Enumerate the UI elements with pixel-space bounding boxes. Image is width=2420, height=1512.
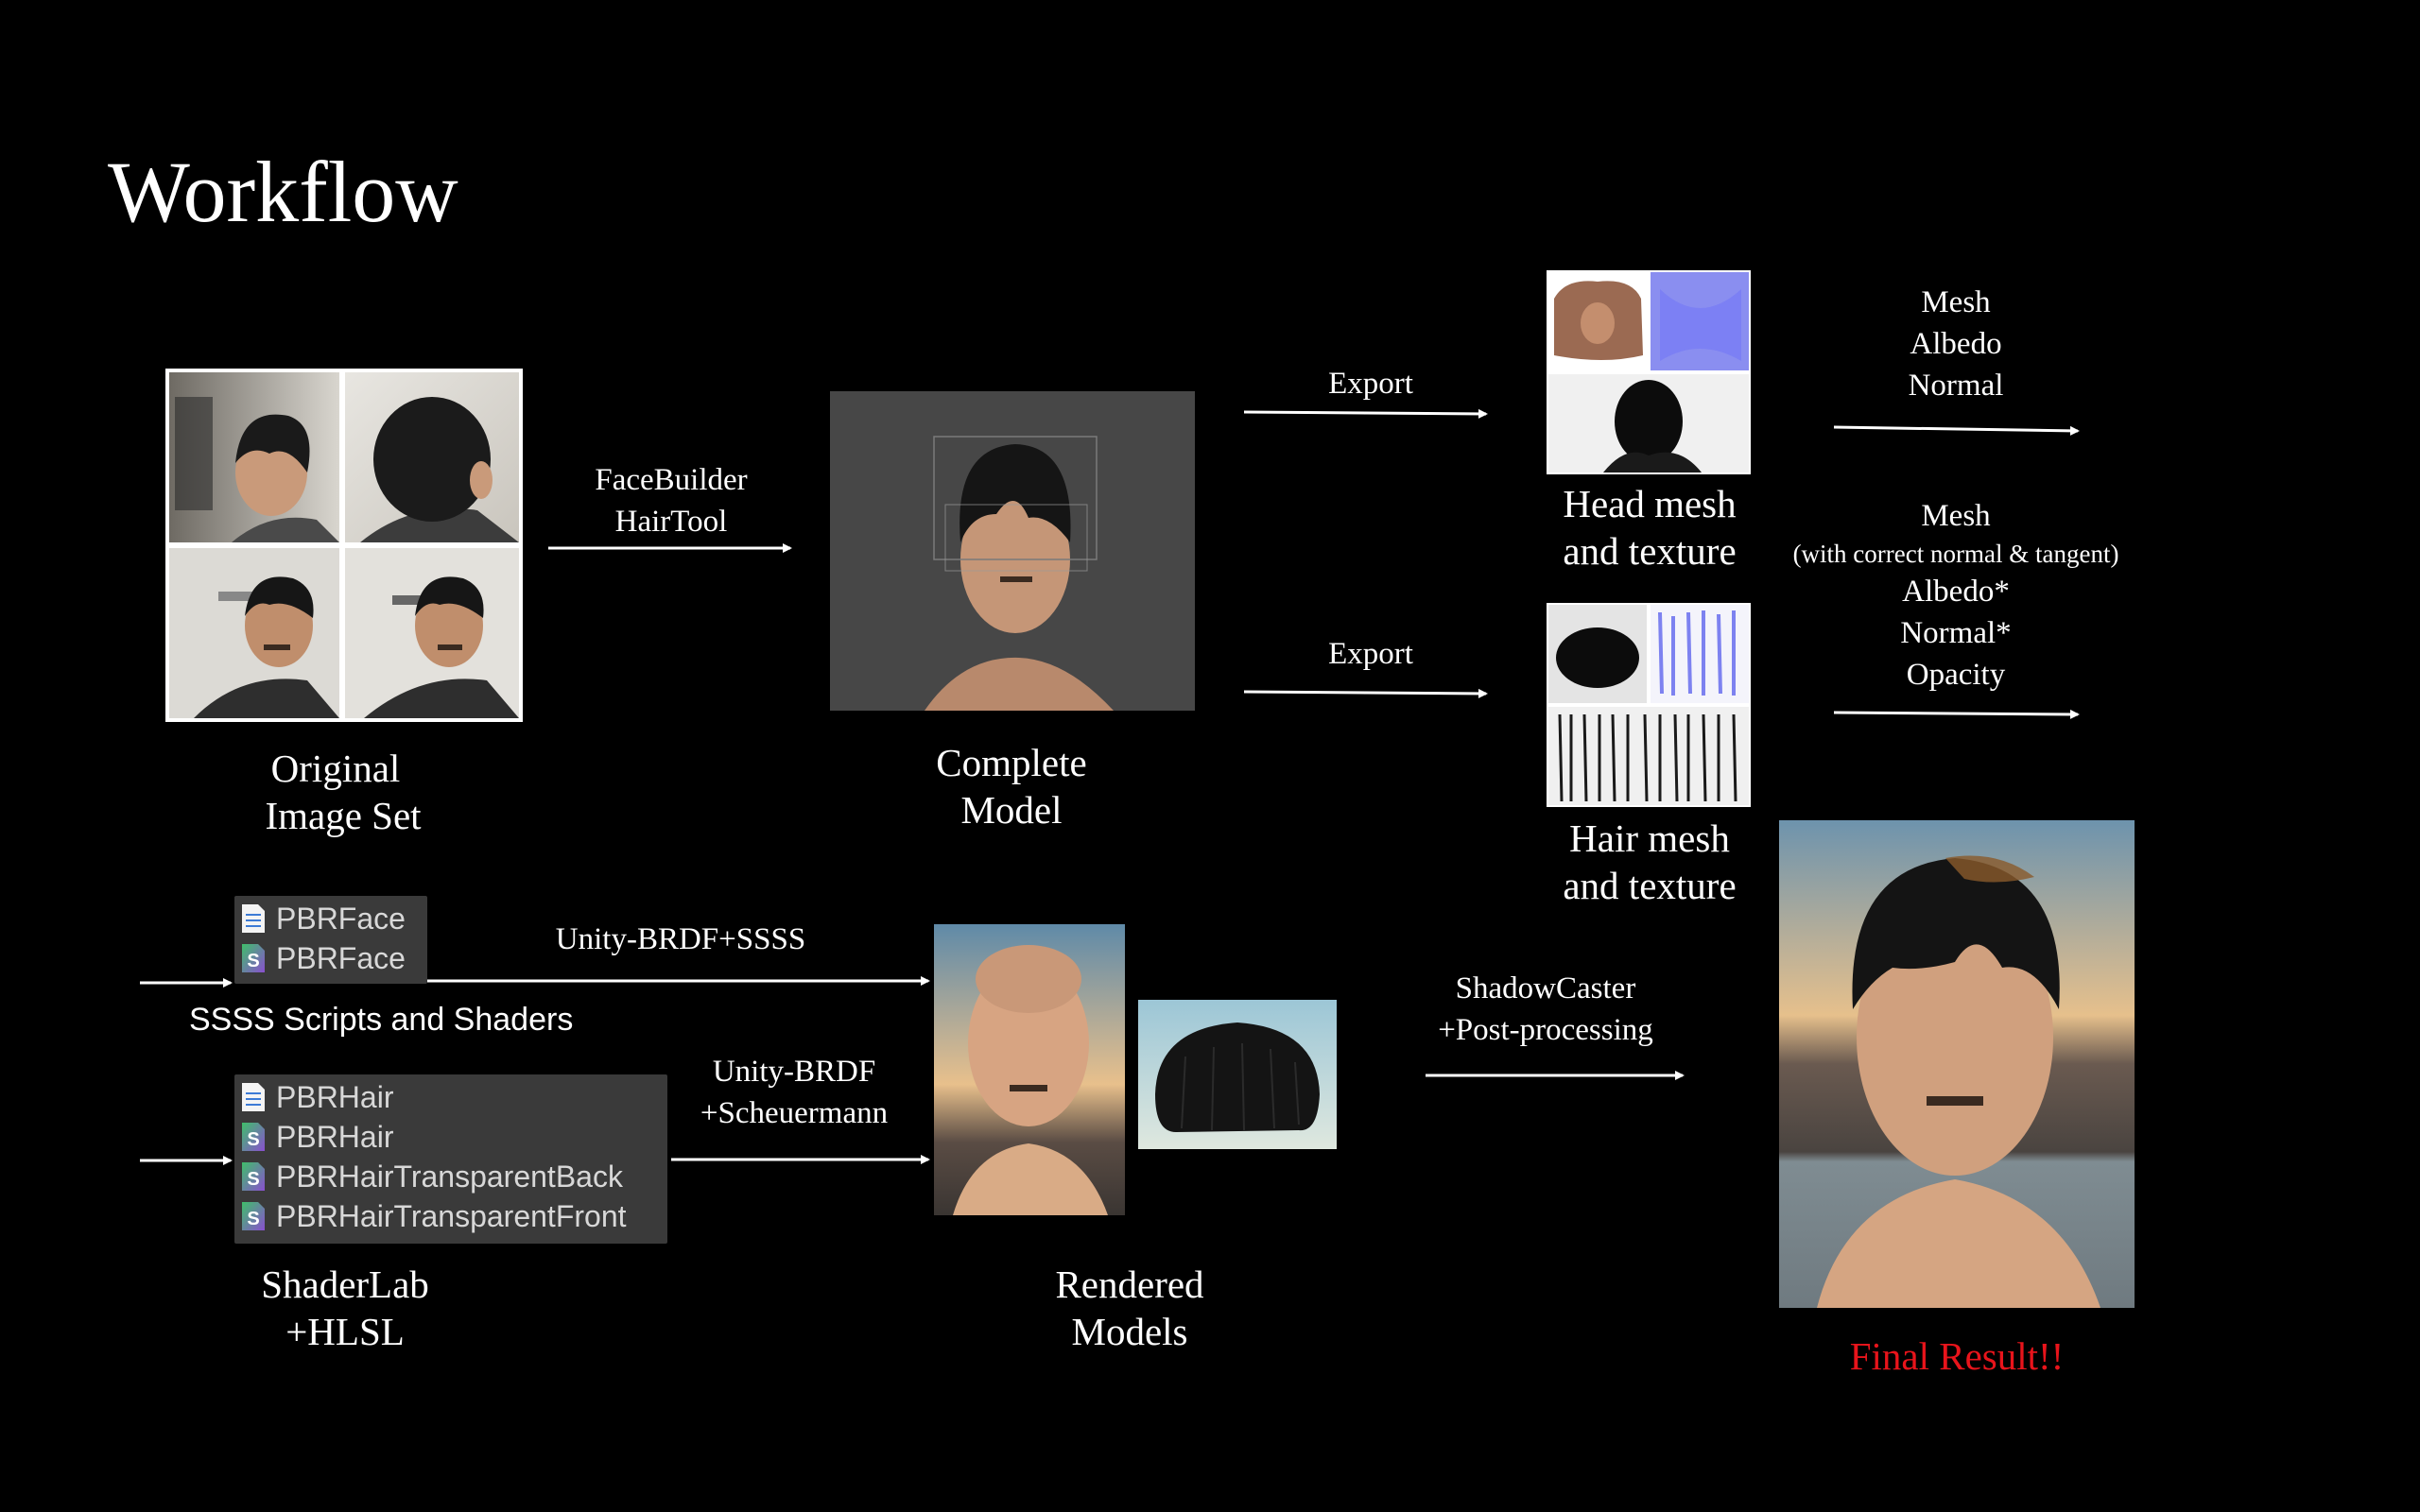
hair-pipeline-label: Unity-BRDF +Scheuermann [681, 1051, 908, 1134]
hair-mesh-line1: Hair mesh [1569, 816, 1730, 860]
arrow-export-head [1243, 408, 1488, 419]
shader-icon: S [242, 944, 265, 972]
hair-outputs-line4: Normal* [1900, 616, 2012, 650]
shaderlab-line2: +HLSL [285, 1310, 405, 1353]
head-mesh-line1: Head mesh [1563, 482, 1737, 525]
original-caption-line2: Image Set [265, 794, 422, 837]
hair-outputs-line5: Opacity [1906, 658, 2006, 692]
svg-text:S: S [247, 1129, 259, 1150]
step1-line2: HairTool [614, 505, 728, 539]
postproc-line2: +Post-processing [1438, 1013, 1653, 1047]
head-mesh-caption: Head mesh and texture [1512, 480, 1787, 575]
hair-pipeline-line2: +Scheuermann [700, 1096, 889, 1130]
complete-model-image [830, 391, 1195, 711]
rendered-head-image [934, 924, 1125, 1215]
complete-model-line1: Complete [936, 741, 1087, 784]
hair-file-item[interactable]: S PBRHair [234, 1117, 667, 1157]
hair-file-item[interactable]: S PBRHairTransparentBack [234, 1157, 667, 1196]
rendered-hair-image [1138, 1000, 1337, 1149]
face-file-item[interactable]: S PBRFace [234, 938, 427, 978]
arrow-head-outputs [1833, 425, 2080, 436]
script-doc-icon [242, 904, 265, 933]
original-caption-line1: Original [270, 747, 401, 790]
step1-label: FaceBuilder HairTool [548, 459, 794, 542]
rendered-line2: Models [1071, 1310, 1188, 1353]
complete-model-line2: Model [960, 788, 1063, 832]
shader-icon: S [242, 1123, 265, 1151]
hair-file-name: PBRHairTransparentBack [276, 1159, 623, 1194]
postproc-line1: ShadowCaster [1455, 971, 1636, 1005]
head-outputs-line3: Normal [1908, 369, 2004, 403]
head-texture-image [1547, 270, 1751, 474]
hair-file-name: PBRHair [276, 1079, 394, 1114]
face-pipeline-label: Unity-BRDF+SSSS [555, 922, 806, 956]
export-hair-label: Export [1328, 637, 1413, 671]
export-head-label: Export [1328, 367, 1413, 401]
shaderlab-caption: ShaderLab +HLSL [227, 1261, 463, 1355]
hair-file-item[interactable]: PBRHair [234, 1077, 667, 1117]
hair-pipeline-line1: Unity-BRDF [712, 1055, 876, 1089]
arrow-export-hair [1243, 688, 1488, 698]
final-result-image [1779, 820, 2135, 1308]
face-files-panel: PBRFace S PBRFace [234, 896, 427, 984]
hair-file-name: PBRHair [276, 1119, 394, 1154]
rendered-line1: Rendered [1055, 1263, 1204, 1306]
rendered-caption: Rendered Models [1011, 1261, 1248, 1355]
hair-outputs-line2: (with correct normal & tangent) [1792, 540, 2119, 568]
hair-files-panel: PBRHair S PBRHair S PBRHairTransparentBa… [234, 1074, 667, 1244]
arrow-hair-outputs [1833, 709, 2080, 719]
hair-mesh-line2: and texture [1563, 864, 1737, 907]
face-file-name: PBRFace [276, 901, 406, 936]
face-file-item[interactable]: PBRFace [234, 899, 427, 938]
postproc-label: ShadowCaster +Post-processing [1409, 968, 1683, 1051]
hair-mesh-caption: Hair mesh and texture [1512, 815, 1787, 909]
complete-model-caption: Complete Model [889, 739, 1134, 833]
shader-icon: S [242, 1202, 265, 1230]
hair-outputs-label: Mesh (with correct normal & tangent) Alb… [1768, 495, 2144, 696]
step1-line1: FaceBuilder [595, 463, 748, 497]
page-title: Workflow [108, 144, 458, 240]
face-file-name: PBRFace [276, 940, 406, 975]
shaderlab-line1: ShaderLab [261, 1263, 429, 1306]
shader-icon: S [242, 1162, 265, 1191]
face-files-caption: SSSS Scripts and Shaders [189, 1002, 574, 1038]
head-outputs-line2: Albedo [1910, 327, 2002, 361]
head-mesh-line2: and texture [1563, 529, 1737, 573]
hair-outputs-line3: Albedo* [1902, 575, 2010, 609]
script-doc-icon [242, 1083, 265, 1111]
hair-file-name: PBRHairTransparentFront [276, 1198, 627, 1233]
head-outputs-label: Mesh Albedo Normal [1834, 282, 2078, 406]
svg-text:S: S [247, 1209, 259, 1229]
final-result-label: Final Result!! [1849, 1334, 2065, 1378]
hair-outputs-line1: Mesh [1921, 499, 1991, 533]
head-outputs-line1: Mesh [1921, 285, 1991, 319]
original-image-set [165, 369, 523, 722]
svg-text:S: S [247, 951, 259, 971]
svg-text:S: S [247, 1169, 259, 1190]
original-caption: Original Image Set [236, 745, 435, 839]
hair-file-item[interactable]: S PBRHairTransparentFront [234, 1196, 667, 1236]
hair-texture-image [1547, 603, 1751, 807]
